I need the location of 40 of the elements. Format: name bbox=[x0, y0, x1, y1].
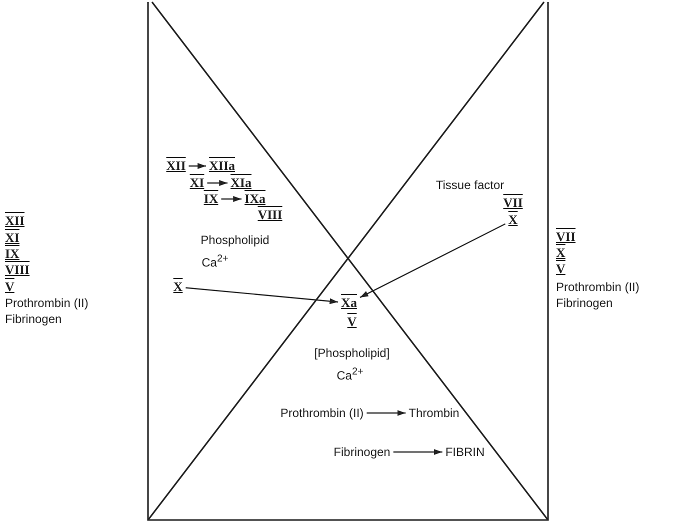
factor-label: X bbox=[556, 246, 566, 260]
arrow bbox=[188, 163, 206, 169]
factor-label: Fibrinogen bbox=[556, 296, 613, 310]
factor-label: X bbox=[173, 280, 183, 294]
factor-label: Fibrinogen bbox=[5, 312, 62, 326]
cofactor-label: [Phospholipid] bbox=[314, 346, 390, 360]
arrow bbox=[366, 410, 406, 416]
factor-label: V bbox=[5, 280, 14, 294]
arrow bbox=[360, 223, 506, 298]
arrow bbox=[186, 287, 338, 304]
factor-label: Prothrombin (II) bbox=[5, 296, 88, 310]
factor-label: Prothrombin (II) bbox=[556, 280, 640, 294]
ion-label: Ca$^{2+}$ bbox=[202, 252, 228, 270]
factor-label: V bbox=[347, 315, 357, 329]
factor-label: XII bbox=[5, 214, 25, 228]
factor-label: IX bbox=[5, 247, 20, 261]
arrow bbox=[393, 449, 442, 455]
factor-label: Fibrinogen bbox=[334, 445, 390, 459]
factor-label: V bbox=[556, 262, 566, 276]
arrow bbox=[207, 180, 228, 186]
factor-label: X bbox=[508, 213, 518, 227]
factor-label: VIII bbox=[5, 263, 30, 277]
factor-label: Thrombin bbox=[408, 406, 460, 420]
factor-label: XI bbox=[190, 176, 204, 190]
factor-label: IX bbox=[204, 192, 218, 206]
factor-label: XIIa bbox=[209, 159, 235, 173]
factor-label: Xa bbox=[341, 296, 357, 310]
ion-label: Ca$^{2+}$ bbox=[336, 366, 364, 382]
factor-label: FIBRIN bbox=[445, 445, 485, 459]
factor-label: XII bbox=[166, 159, 186, 173]
cofactor-label: Phospholipid bbox=[200, 233, 270, 247]
factor-label: VIII bbox=[258, 208, 282, 222]
arrow bbox=[221, 196, 242, 202]
cofactor-label: Tissue factor bbox=[436, 178, 504, 192]
factor-label: Prothrombin (II) bbox=[280, 406, 364, 420]
factor-label: IXa bbox=[244, 192, 266, 206]
factor-label: VII bbox=[503, 196, 523, 210]
factor-label: XIa bbox=[230, 176, 252, 190]
factor-label: XI bbox=[5, 231, 20, 245]
factor-label: VII bbox=[556, 230, 576, 244]
